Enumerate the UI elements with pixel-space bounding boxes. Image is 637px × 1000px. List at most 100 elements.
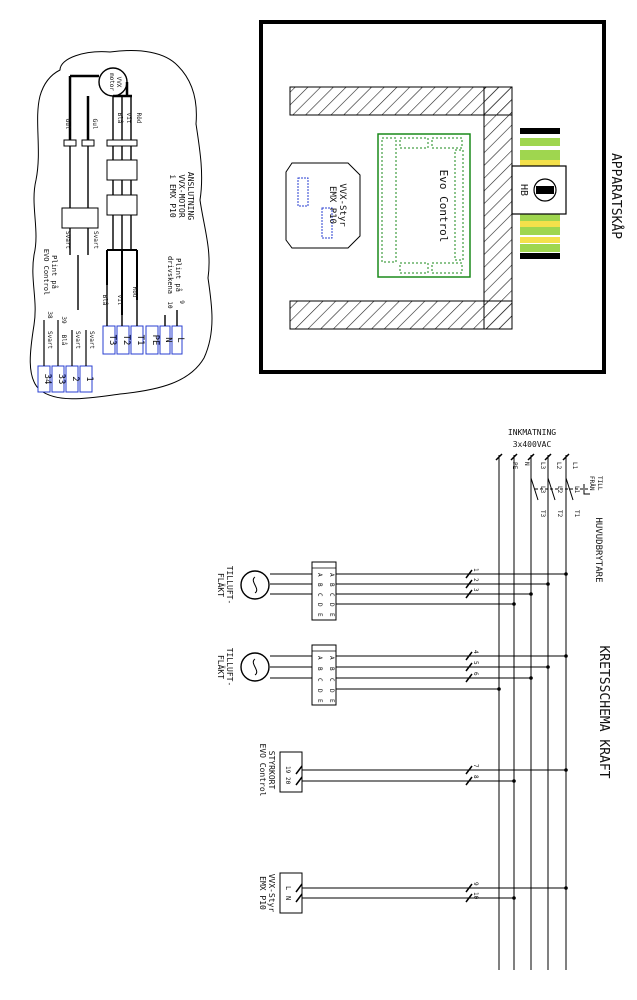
svg-text:FRÅN: FRÅN <box>588 476 595 491</box>
svg-text:33: 33 <box>56 374 66 385</box>
svg-text:D: D <box>328 603 335 607</box>
svg-text:L: L <box>284 886 292 890</box>
svg-text:Plint på: Plint på <box>174 258 183 292</box>
svg-text:C: C <box>316 678 323 682</box>
svg-text:A: A <box>328 573 335 577</box>
svg-text:L3: L3 <box>539 462 546 470</box>
svg-text:Blå: Blå <box>60 335 67 346</box>
circuit-title: KRETSSCHEMA KRAFT <box>596 645 611 778</box>
svg-text:19: 19 <box>284 766 291 774</box>
svg-text:2: 2 <box>472 578 479 582</box>
svg-text:L1: L1 <box>571 462 578 470</box>
evo-terminal-strip <box>381 137 464 274</box>
svg-text:N: N <box>523 462 530 466</box>
svg-text:T3: T3 <box>107 335 117 346</box>
svg-text:10: 10 <box>166 301 173 309</box>
vvx-controller-circuit: 9 10 L N VVX-Styr EMX P10 <box>258 872 568 914</box>
evo-controller-circuit: 7 8 19 20 STYRKORT EVO Control <box>258 744 568 797</box>
svg-text:Blå: Blå <box>116 113 123 124</box>
svg-text:Vit: Vit <box>125 113 132 124</box>
svg-text:C: C <box>328 593 335 597</box>
emx-label-2: EMX P10 <box>327 186 337 224</box>
svg-text:Vit: Vit <box>116 295 123 306</box>
svg-text:T1: T1 <box>135 335 145 346</box>
svg-text:8: 8 <box>472 775 479 779</box>
connection-title-1: ANSLUTNING <box>186 172 195 220</box>
svg-text:Blå: Blå <box>101 295 108 306</box>
cabinet-frame <box>259 20 606 374</box>
svg-text:STYRKORT: STYRKORT <box>267 751 276 790</box>
svg-text:A: A <box>316 656 323 660</box>
svg-text:B: B <box>328 583 335 587</box>
svg-text:L1: L1 <box>573 486 580 494</box>
svg-text:L2: L2 <box>555 462 562 470</box>
svg-text:38: 38 <box>46 311 53 319</box>
svg-text:TILLUFT-: TILLUFT- <box>225 566 234 605</box>
svg-text:Plint på: Plint på <box>50 255 59 289</box>
svg-text:L3: L3 <box>539 486 546 494</box>
svg-text:TILL: TILL <box>596 476 603 491</box>
svg-text:E: E <box>328 699 335 703</box>
emx-label-1: VVX-Styr <box>337 183 347 227</box>
cloud-outline <box>29 50 213 400</box>
svg-text:34: 34 <box>42 374 52 385</box>
svg-text:9: 9 <box>472 882 479 886</box>
hatched-rail-bottom <box>289 300 513 330</box>
evo-control-label: Evo Control <box>437 170 450 243</box>
svg-text:2: 2 <box>70 376 80 381</box>
svg-text:VVX: VVX <box>115 77 122 88</box>
svg-text:FLÄKT: FLÄKT <box>216 573 226 597</box>
svg-text:C: C <box>316 593 323 597</box>
fan-2-circuit: 4 5 6 A B C D E A B C D E TILLUFT- FLÄKT <box>216 644 568 706</box>
svg-text:7: 7 <box>472 764 479 768</box>
svg-text:B: B <box>316 583 323 587</box>
svg-text:39: 39 <box>60 316 67 324</box>
svg-text:10: 10 <box>472 892 479 900</box>
fan-1-circuit: 1 2 3 A B C D E A B C D E TILLUFT- FLÄKT <box>216 561 568 621</box>
svg-text:4: 4 <box>472 650 479 654</box>
svg-text:1: 1 <box>472 568 479 572</box>
supply-title-2: 3x400VAC <box>513 440 552 449</box>
svg-text:A: A <box>328 656 335 660</box>
svg-text:TILLUFT-: TILLUFT- <box>225 648 234 687</box>
svg-text:T1: T1 <box>573 510 580 518</box>
main-switch-hb: HB <box>511 128 567 259</box>
cabinet-drawing: Evo Control VVX-Styr EMX P10 HB APPARATS… <box>259 20 624 374</box>
svg-text:Svart: Svart <box>64 231 71 249</box>
svg-text:EVO Control: EVO Control <box>258 744 267 797</box>
cable-connectors <box>61 139 138 229</box>
svg-text:drivskena: drivskena <box>166 256 174 294</box>
svg-text:N: N <box>163 337 173 342</box>
svg-text:3: 3 <box>472 588 479 592</box>
svg-text:Röd: Röd <box>131 287 138 298</box>
svg-text:1: 1 <box>84 376 94 381</box>
svg-text:C: C <box>328 678 335 682</box>
svg-text:FLÄKT: FLÄKT <box>216 655 226 679</box>
svg-text:L2: L2 <box>556 486 563 494</box>
hatched-rail-right <box>483 86 513 330</box>
main-switch-symbol: L3 L2 L1 T3 T2 T1 TILL FRÅN HUVUDBRYTARE <box>530 476 603 583</box>
svg-text:B: B <box>328 667 335 671</box>
svg-text:Svart: Svart <box>74 331 81 349</box>
svg-text:L: L <box>175 337 185 342</box>
svg-text:Svart: Svart <box>88 331 95 349</box>
svg-text:20: 20 <box>284 777 291 785</box>
svg-text:6: 6 <box>472 672 479 676</box>
svg-text:motor: motor <box>108 73 115 91</box>
svg-text:T3: T3 <box>539 510 546 518</box>
svg-text:Svart: Svart <box>92 231 99 249</box>
svg-text:VVX-Styr: VVX-Styr <box>267 874 276 913</box>
svg-text:PE: PE <box>150 335 160 346</box>
svg-text:Röd: Röd <box>135 113 142 124</box>
svg-text:9: 9 <box>178 300 185 304</box>
main-switch-label: HUVUDBRYTARE <box>593 517 603 582</box>
svg-text:D: D <box>316 689 323 693</box>
hb-label: HB <box>518 184 529 196</box>
svg-text:Svart: Svart <box>46 331 53 349</box>
svg-text:D: D <box>328 689 335 693</box>
svg-text:B: B <box>316 667 323 671</box>
svg-text:A: A <box>316 573 323 577</box>
svg-text:T2: T2 <box>556 510 563 518</box>
svg-text:Gul: Gul <box>91 119 98 130</box>
